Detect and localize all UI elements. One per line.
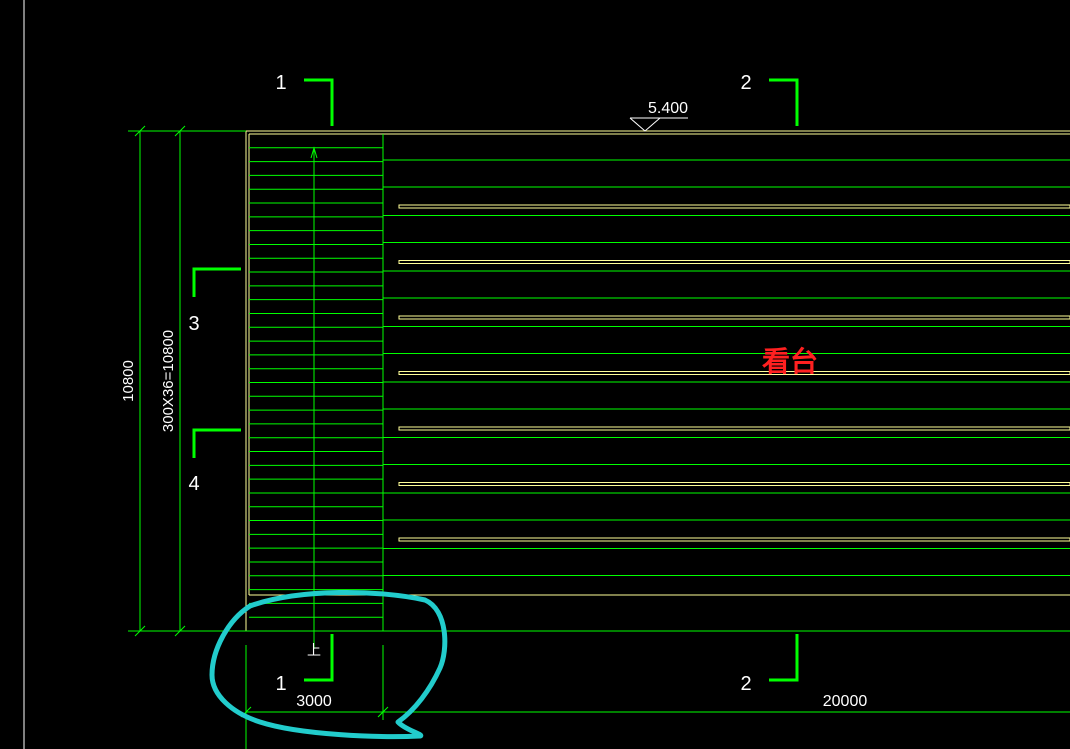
seat-strip [398,204,1070,209]
seat-strip [398,315,1070,320]
section-cut-symbol [192,428,241,458]
bottom-dimension-left-text: 3000 [296,693,332,710]
seat-strip [398,371,1070,375]
dimension-tick [174,625,186,637]
dimension-tick [134,125,146,137]
elevation-triangle-icon [629,117,688,132]
section-number: 2 [740,72,751,94]
stand-outline [245,130,1070,631]
seat-strip [398,482,1070,486]
stand-label[interactable]: 看台 [762,345,818,378]
stair-steps [249,147,383,618]
section-mark-bottom-right[interactable]: 2 [740,634,799,695]
section-number: 1 [275,673,286,695]
section-mark-left-lower[interactable]: 4 [188,428,241,495]
seat-strip [398,426,1070,431]
section-number: 4 [188,473,199,495]
section-mark-top-left[interactable]: 1 [275,72,334,126]
seat-strip [398,260,1070,264]
section-cut-symbol [769,634,799,682]
elevation-text: 5.400 [648,100,688,117]
dimension-tick [377,706,389,718]
section-cut-symbol [304,78,334,126]
section-number: 1 [275,72,286,94]
annotation-circle[interactable] [209,589,448,740]
section-mark-top-right[interactable]: 2 [740,72,799,126]
left-dimension-outer[interactable]: 10800 [120,125,146,637]
dimension-tick [134,625,146,637]
section-cut-symbol [769,78,799,126]
left-dimension-inner[interactable]: 300X36=10800 [160,125,186,637]
elevation-mark[interactable]: 5.400 [629,100,688,132]
section-cut-symbol [304,634,334,682]
seat-strip [398,537,1070,542]
section-mark-bottom-left[interactable]: 1 [275,634,334,695]
bottom-dimension[interactable]: 3000 20000 [240,645,1070,749]
dimension-tick [174,125,186,137]
stair-up-label: 上 [307,642,321,658]
section-number: 2 [740,673,751,695]
left-dimension-inner-text: 300X36=10800 [160,330,177,432]
tier-rows [383,159,1070,576]
bottom-dimension-right-text: 20000 [823,693,868,710]
stair-arrow-icon [310,146,318,159]
section-number: 3 [188,313,199,335]
section-cut-symbol [192,267,241,297]
section-mark-left-upper[interactable]: 3 [188,267,241,335]
left-dimension-outer-text: 10800 [120,360,137,402]
